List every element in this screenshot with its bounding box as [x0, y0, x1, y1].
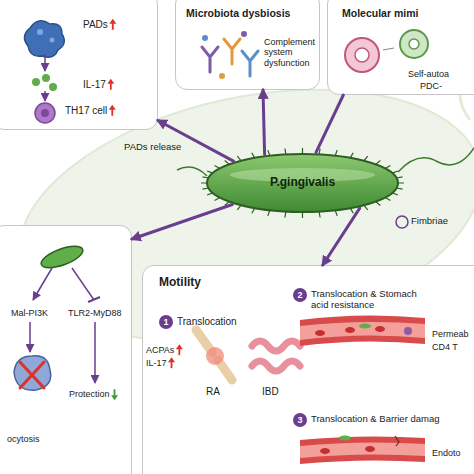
fimbriae-callout [396, 216, 408, 228]
node-text: Protection [69, 389, 110, 399]
mechanism-box: Molecular mimiSelf-autoaPDC- [327, 0, 474, 95]
node-text: PADs [83, 19, 108, 31]
node-text: Complement system dysfunction [264, 37, 319, 68]
connector-arrow [263, 90, 265, 154]
box-heading: Microbiota dysbiosis [186, 7, 290, 19]
node-text: Self-autoa [408, 69, 449, 79]
note-label: Permeab [432, 329, 469, 339]
node-text: ocytosis [7, 434, 40, 444]
flagellum [177, 167, 207, 176]
connector-arrow [316, 95, 343, 152]
bacterium-shape: P.gingivalis [205, 152, 400, 214]
node-text: PDC- [420, 81, 442, 91]
disease-label: RA [206, 386, 220, 398]
mechanism-box: Microbiota dysbiosisComplement system dy… [175, 0, 320, 90]
motility-box: Motility [142, 265, 474, 474]
pathway-box: Mal-PI3K TLR2-MyD88Protection ocytosis [0, 225, 132, 474]
note-label: Endoto [432, 448, 461, 458]
part-label: Fimbriae [411, 216, 448, 227]
pathway-box: PADsIL-17TH17 cell [0, 0, 158, 130]
node-text: TH17 cell [65, 105, 107, 117]
node-text: Mal-PI3K [11, 308, 48, 318]
connector-arrow [158, 120, 233, 161]
fimbriae-hairs [201, 148, 404, 218]
connector-arrow [323, 208, 360, 265]
marker-label: ACPAs [146, 345, 174, 355]
connector-arrow [132, 205, 232, 239]
step-label: Translocation & Barrier damag [311, 414, 439, 425]
step-label: Translocation & Stomach acid resistance [311, 289, 436, 311]
edge-label: PADs release [124, 142, 181, 153]
box-heading: Motility [159, 276, 201, 290]
step-label: Translocation [177, 316, 237, 328]
marker-label: IL-17 [146, 358, 167, 368]
note-label: CD4 T [432, 342, 458, 352]
callout-number: 3 [293, 413, 307, 427]
box-heading: P.gingivalis [205, 176, 400, 190]
callout-number: 2 [293, 288, 307, 302]
node-text: TLR2-MyD88 [68, 308, 122, 318]
callout-number: 1 [159, 315, 173, 329]
disease-label: IBD [262, 386, 279, 398]
flagellum [398, 148, 474, 172]
node-text: IL-17 [83, 79, 106, 91]
box-heading: Molecular mimi [342, 7, 418, 19]
